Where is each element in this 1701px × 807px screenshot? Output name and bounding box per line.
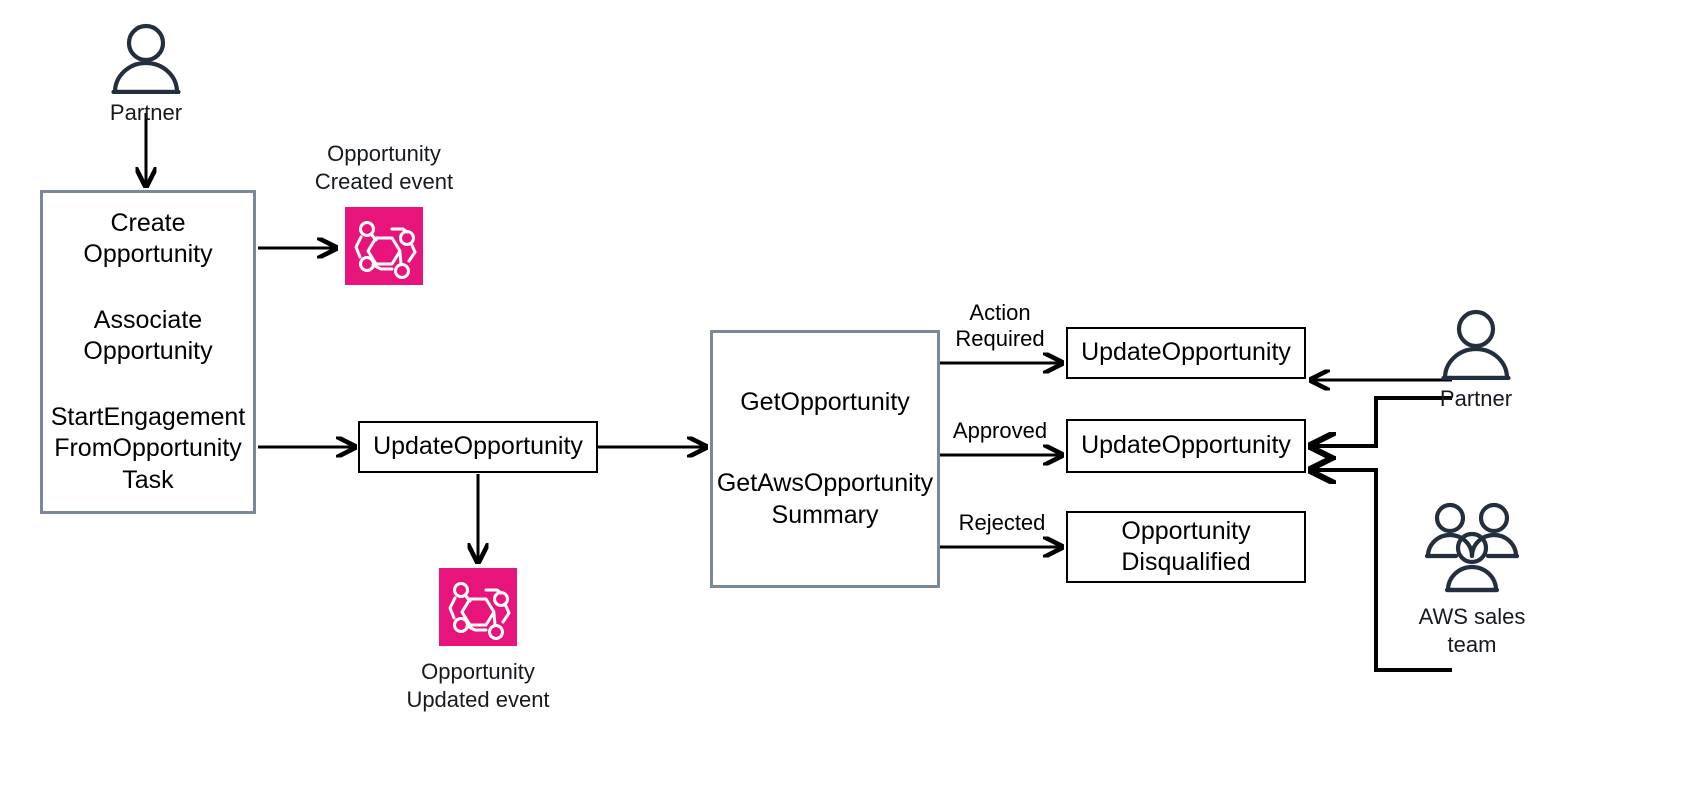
update-opportunity-approved-label: UpdateOpportunity xyxy=(1081,431,1291,460)
update-opportunity-action-required-label: UpdateOpportunity xyxy=(1081,338,1291,367)
arrow-awssales-to-approved xyxy=(1311,470,1452,672)
review-group-getopportunity: GetOpportunity xyxy=(740,387,910,419)
aws-review-process-box[interactable]: GetOpportunity GetAwsOpportunity Summary xyxy=(710,330,940,588)
partner-actions-process-box[interactable]: Create Opportunity Associate Opportunity… xyxy=(40,190,256,514)
actor-partner-right: Partner xyxy=(1428,308,1524,413)
users-group-icon xyxy=(1424,502,1520,593)
update-opportunity-label: UpdateOpportunity xyxy=(373,432,583,461)
user-icon xyxy=(1441,309,1511,381)
actor-aws-sales-team: AWS sales team xyxy=(1408,500,1536,658)
process-line: Create xyxy=(110,208,186,237)
user-icon xyxy=(111,23,181,95)
opportunity-disqualified-box[interactable]: Opportunity Disqualified xyxy=(1066,511,1306,583)
opportunity-disqualified-line: Opportunity xyxy=(1121,516,1251,545)
actor-partner-right-label: Partner xyxy=(1439,386,1513,411)
event-opportunity-updated: Opportunity Updated event xyxy=(394,568,562,714)
actor-partner-left: Partner xyxy=(98,22,194,127)
eventbridge-icon xyxy=(345,207,423,286)
process-group-startengagement: StartEngagement FromOpportunity Task xyxy=(51,402,246,497)
edge-label-rejected: Rejected xyxy=(958,510,1046,535)
process-line: Task xyxy=(122,465,174,494)
process-line: Opportunity xyxy=(83,240,213,269)
process-group-associate: Associate Opportunity xyxy=(83,305,212,368)
actor-partner-left-label: Partner xyxy=(109,100,183,125)
opportunity-disqualified-line: Disqualified xyxy=(1121,548,1251,576)
update-opportunity-action-required-box[interactable]: UpdateOpportunity xyxy=(1066,327,1306,379)
edge-label-approved: Approved xyxy=(952,418,1048,443)
arrow-partner-to-approved xyxy=(1311,396,1452,446)
event-opportunity-created: Opportunity Created event xyxy=(300,140,468,286)
update-opportunity-approved-box[interactable]: UpdateOpportunity xyxy=(1066,419,1306,473)
process-line: Opportunity xyxy=(83,337,213,366)
review-line: GetAwsOpportunity xyxy=(716,469,934,498)
edge-label-action-required: Action Required xyxy=(955,300,1045,352)
process-group-create: Create Opportunity xyxy=(83,208,212,271)
eventbridge-icon xyxy=(439,568,517,646)
update-opportunity-box[interactable]: UpdateOpportunity xyxy=(358,421,598,473)
process-line: FromOpportunity xyxy=(54,434,242,463)
review-group-getawsopportunitysummary: GetAwsOpportunity Summary xyxy=(717,468,933,531)
review-line: Summary xyxy=(771,500,879,529)
event-created-caption: Opportunity Created event xyxy=(314,141,454,195)
review-line: GetOpportunity xyxy=(740,387,910,416)
process-line: StartEngagement xyxy=(50,402,246,431)
process-line: Associate xyxy=(93,305,203,334)
actor-aws-sales-team-label: AWS sales team xyxy=(1418,604,1526,657)
event-updated-caption: Opportunity Updated event xyxy=(406,659,550,713)
